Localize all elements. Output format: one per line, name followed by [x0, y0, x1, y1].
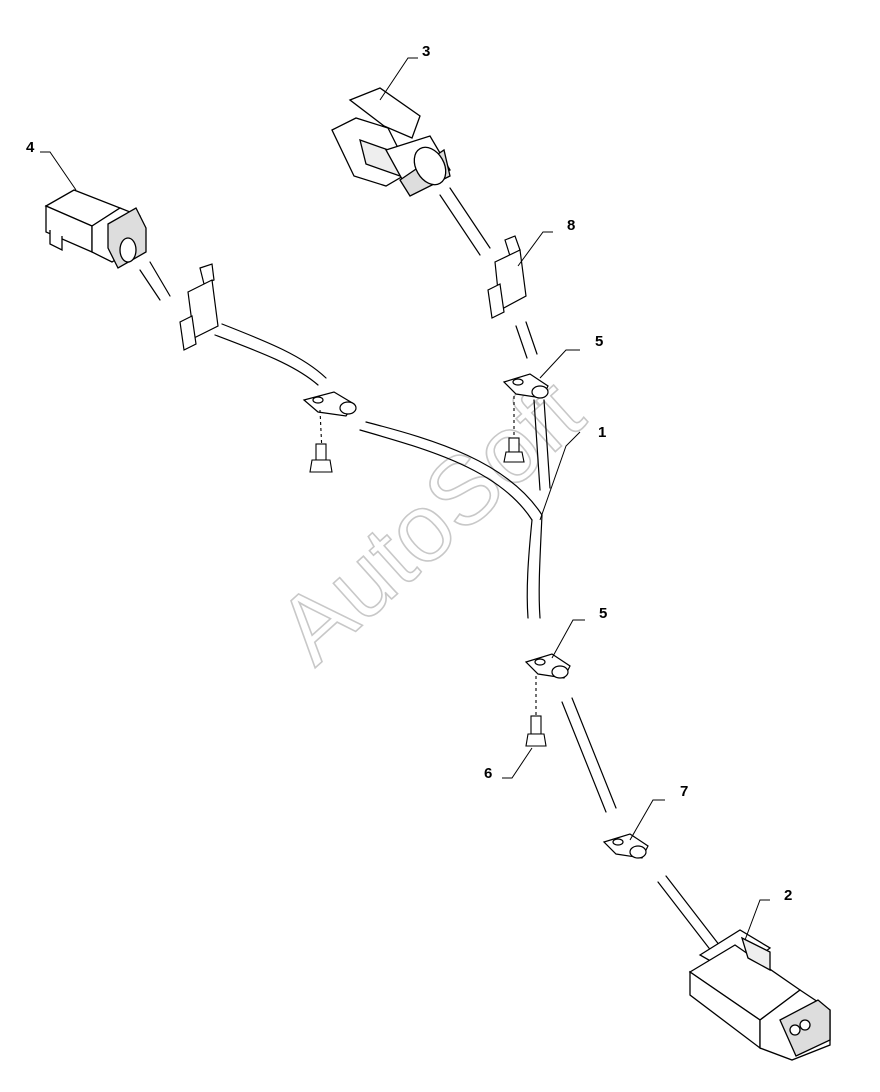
screw-top	[503, 396, 525, 463]
cable-clamp-8	[487, 235, 527, 319]
connector-4-sealed-plug	[44, 189, 147, 269]
callout-labels: 1 2 3 4 5 5 6 7 8	[26, 43, 792, 904]
callout-2: 2	[784, 887, 792, 904]
p-clip-5-top	[502, 373, 549, 399]
screw-6	[525, 676, 547, 747]
callout-7: 7	[680, 783, 688, 800]
callout-4: 4	[26, 139, 35, 156]
connector-2-deutsch-plug	[688, 929, 831, 1061]
p-clip-5-bottom	[524, 653, 571, 679]
callout-3: 3	[422, 43, 430, 60]
callout-8: 8	[567, 217, 575, 234]
cable-clamp-left	[179, 263, 219, 351]
callout-6: 6	[484, 765, 492, 782]
harness-wires	[139, 187, 721, 953]
screw-left	[309, 409, 333, 473]
p-clip-7	[602, 833, 649, 859]
connector-3-weatherpack	[331, 87, 451, 197]
callout-1: 1	[598, 424, 606, 441]
callout-leaders	[40, 57, 770, 941]
callout-5-top: 5	[595, 333, 603, 350]
p-clip-left	[302, 391, 357, 417]
watermark: AutoSoft	[257, 358, 602, 684]
callout-5-bottom: 5	[599, 605, 607, 622]
